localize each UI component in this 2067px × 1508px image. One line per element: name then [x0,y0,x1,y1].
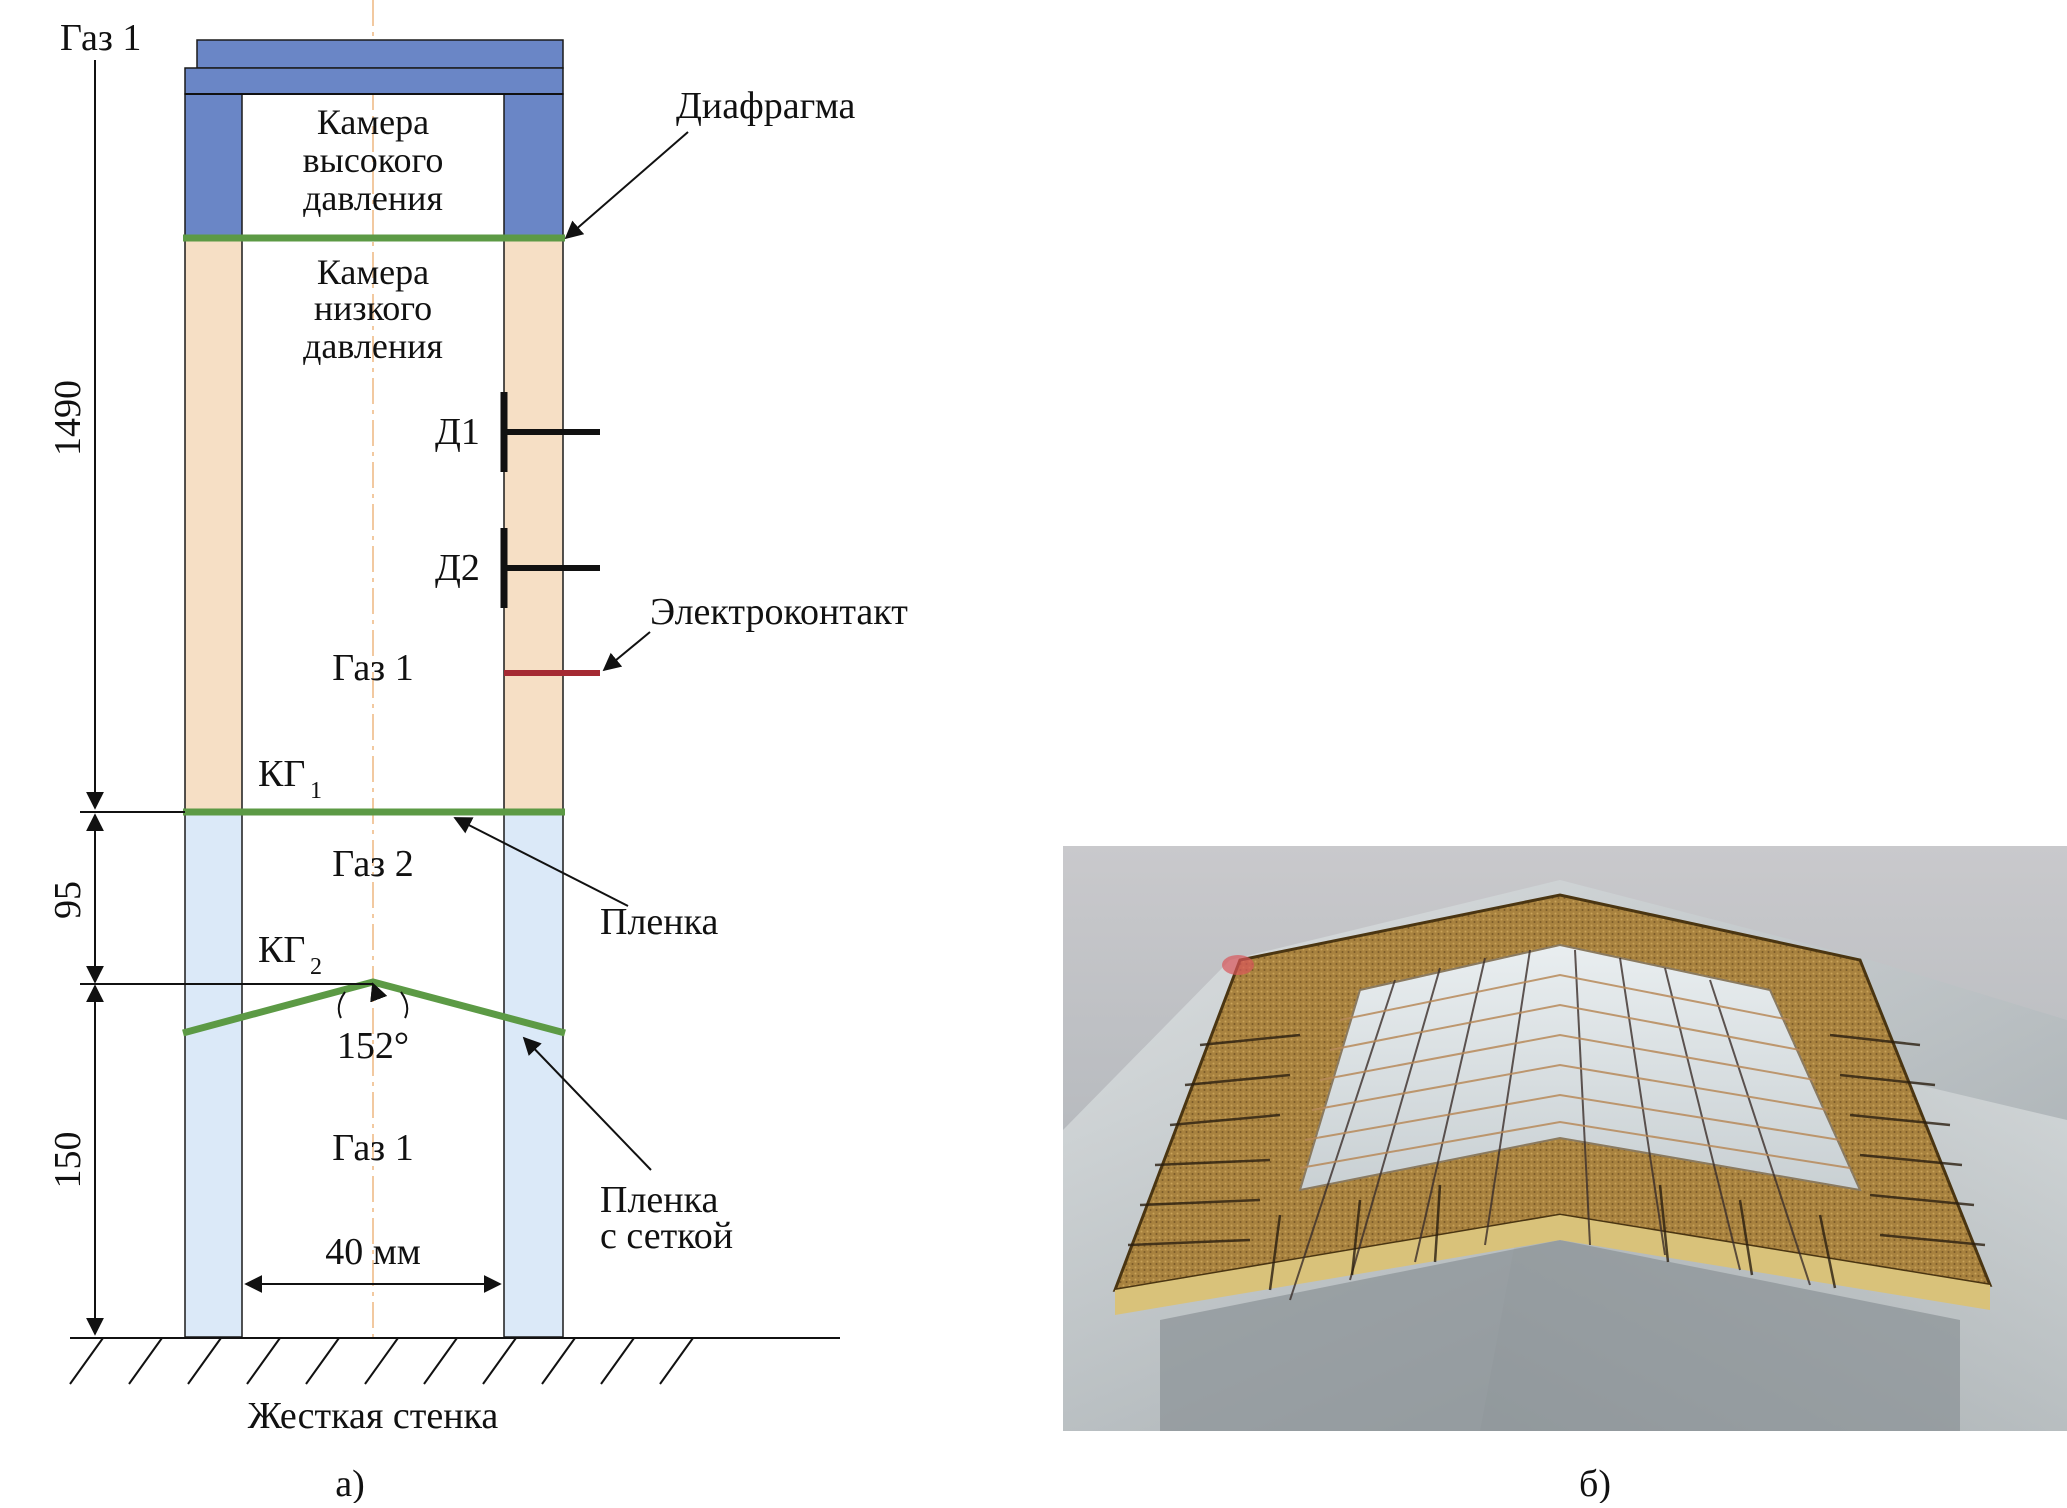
label-high-chamber-3: давления [303,178,443,218]
sensor-d1 [500,392,600,472]
label-electrocontact: Электроконтакт [650,591,908,633]
label-angle: 152° [337,1025,409,1067]
dim-150: 150 [47,1132,89,1189]
sensor-d2 [500,528,600,608]
kg2-film-line [182,978,566,1037]
label-gas1-mid: Газ 1 [332,647,413,689]
label-kg1: КГ [258,753,305,795]
label-top-gas: Газ 1 [60,17,141,59]
angle-marker [328,990,418,1019]
label-high-chamber-2: высокого [303,140,444,180]
label-film: Пленка [600,901,718,943]
label-sensor-d2: Д2 [435,547,480,589]
label-high-chamber-1: Камера [317,102,429,142]
caption-b: б) [1579,1463,1611,1503]
label-film-mesh-1: Пленка [600,1179,718,1221]
label-width: 40 мм [325,1231,421,1273]
dim-95: 95 [47,881,89,919]
high-pressure-chamber [184,39,564,237]
dimension-lines [80,60,563,1336]
label-gas2: Газ 2 [332,843,413,885]
label-kg1-sub: 1 [310,778,322,804]
label-low-chamber-3: давления [303,326,443,366]
label-rigid-wall: Жесткая стенка [248,1395,499,1437]
dim-1490: 1490 [47,380,89,456]
label-low-chamber-2: низкого [314,288,432,328]
test-section [184,811,564,1338]
label-diaphragm: Диафрагма [676,85,855,127]
label-low-chamber-1: Камера [317,252,429,292]
photo-film-mesh [1063,846,2067,1431]
caption-a: а) [335,1463,365,1503]
label-sensor-d1: Д1 [435,411,480,453]
label-gas1-bottom: Газ 1 [332,1127,413,1169]
label-kg2-sub: 2 [310,954,322,980]
label-film-mesh-2: с сеткой [600,1215,733,1257]
rigid-wall [69,1337,840,1385]
label-kg2: КГ [258,929,305,971]
low-pressure-chamber [184,237,564,811]
shock-tube-diagram: Газ 1 Камера высокого давления Камера ни… [47,0,908,1505]
leader-arrows [453,131,689,1171]
